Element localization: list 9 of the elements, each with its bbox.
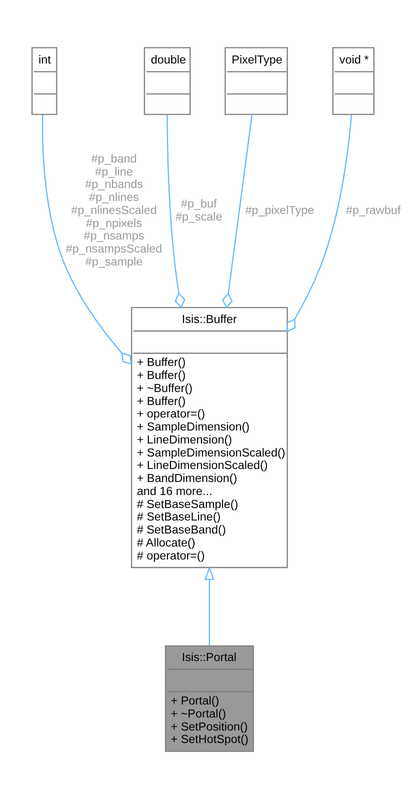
arrow: [204, 566, 214, 646]
edge-label: #p_rawbuf: [346, 204, 401, 217]
connector: [286, 114, 352, 332]
edge-label: #p_buf #p_scale: [175, 197, 222, 224]
connector: [42, 114, 132, 365]
edge-label: #p_pixelType: [245, 204, 314, 217]
connector: [166, 114, 186, 308]
connector: [222, 114, 253, 308]
edge-label: #p_band #p_line #p_nbands #p_nlines #p_nlinesScaled #p_npixels #p_nsamps #p_nsampsScaled #p_sample: [66, 152, 162, 268]
